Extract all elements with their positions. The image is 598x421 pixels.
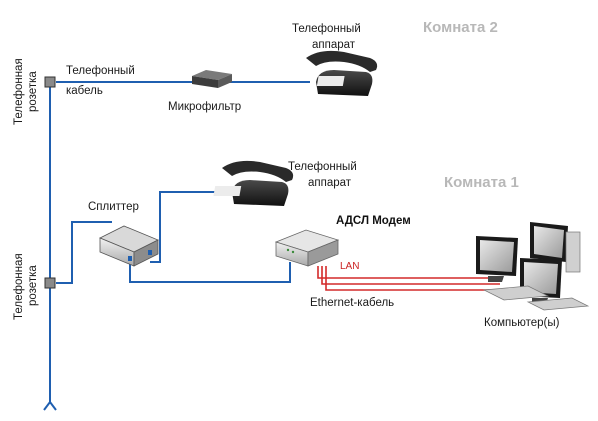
microfilter-icon	[192, 70, 232, 88]
computers-label: Компьютер(ы)	[484, 317, 560, 329]
room2-label: Комната 2	[423, 19, 498, 36]
ethernet-cable-3	[325, 266, 512, 291]
phone-wiring	[49, 81, 310, 404]
wall-socket-top-label-line2: розетка	[27, 71, 39, 112]
ethernet-cable-1	[317, 266, 488, 279]
modem-label: АДСЛ Модем	[336, 215, 411, 227]
phone-room1-label-line1: Телефонный	[288, 161, 357, 173]
wall-socket-icon	[44, 76, 56, 88]
phone-cable-label-line2: кабель	[66, 85, 103, 97]
ethernet-cable-label: Ethernet-кабель	[310, 297, 394, 309]
phone-room1-label-line2: аппарат	[308, 177, 352, 189]
computer-icon	[476, 222, 590, 311]
microfilter-label: Микрофильтр	[168, 101, 241, 113]
phone-room2-label-line2: аппарат	[312, 39, 356, 51]
wall-socket-bottom-label-line1: Телефонная	[13, 253, 25, 320]
wall-socket-bottom-label-line2: розетка	[27, 265, 39, 306]
splitter-icon	[99, 225, 159, 267]
ethernet-wiring	[317, 266, 512, 291]
room1-to-splitter-line	[56, 221, 112, 284]
phone-room2-label-line1: Телефонный	[292, 23, 361, 35]
room1-label: Комната 1	[444, 174, 519, 191]
wall-socket-top-label-line1: Телефонная	[13, 58, 25, 125]
riser-bottom-arrow	[43, 400, 57, 411]
splitter-to-modem-line	[129, 262, 291, 283]
telephone-icon	[213, 160, 294, 206]
wall-socket-icon	[44, 277, 56, 289]
splitter-to-phone-line	[150, 191, 232, 263]
telephone-icon	[306, 50, 378, 96]
lan-label: LAN	[340, 261, 359, 272]
splitter-label: Сплиттер	[88, 201, 139, 213]
ethernet-cable-2	[321, 266, 500, 285]
modem-icon	[274, 229, 340, 267]
phone-cable-label-line1: Телефонный	[66, 65, 135, 77]
